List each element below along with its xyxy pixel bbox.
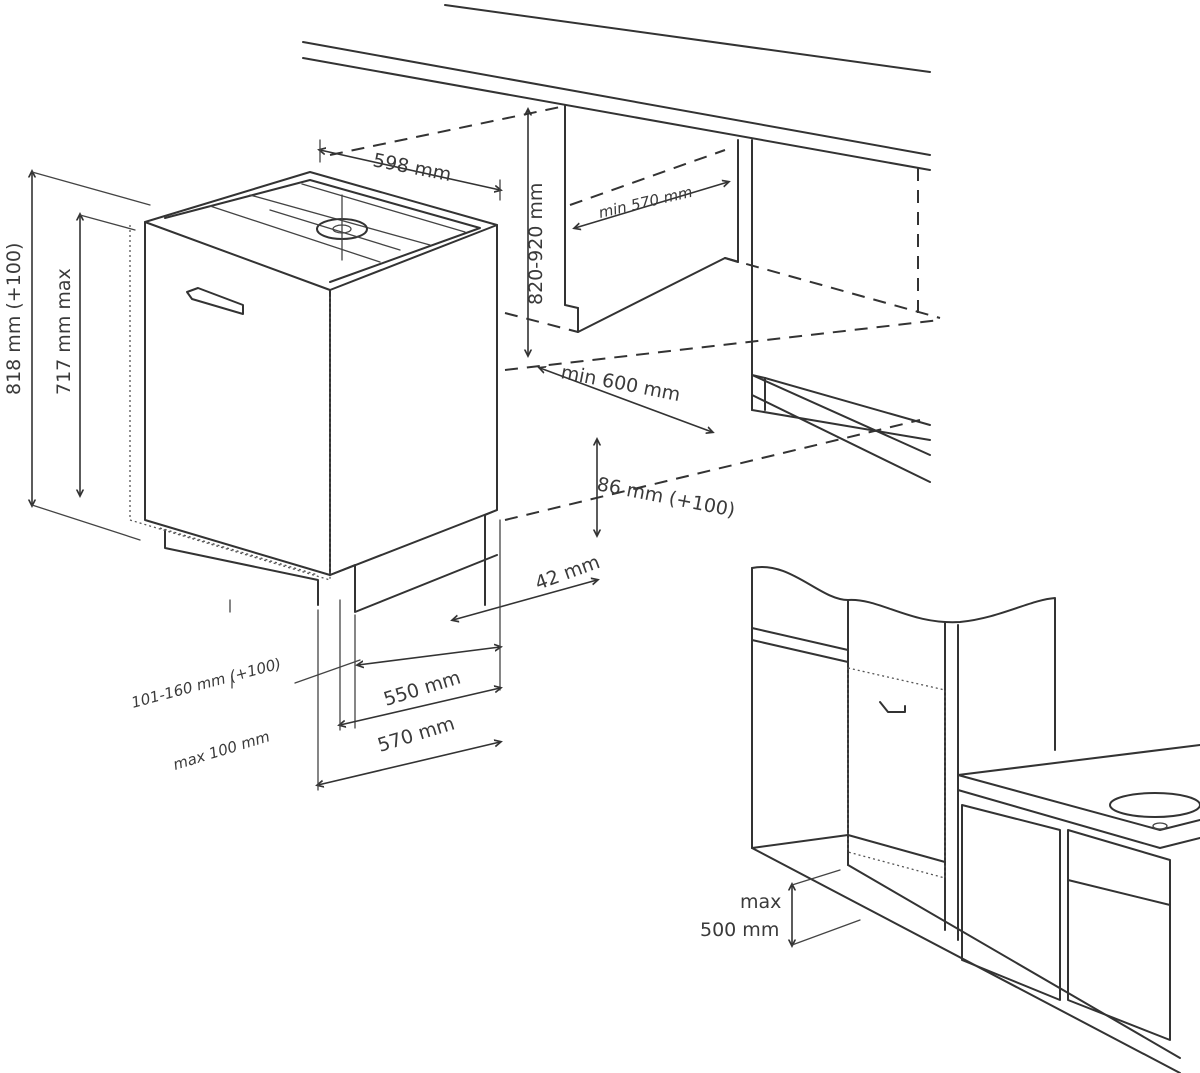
kitchen-illustration <box>751 565 1200 1073</box>
label-min-depth-outer: min 600 mm <box>559 361 682 406</box>
label-niche-height: 820-920 mm <box>525 183 547 305</box>
label-max: max <box>740 891 781 913</box>
label-max-foot: max 100 mm <box>171 727 272 773</box>
label-max-500: 500 mm <box>700 919 779 941</box>
label-height-overall: 818 mm (+100) <box>3 243 25 395</box>
dimension-lines <box>32 110 728 791</box>
label-depth-570: 570 mm <box>375 713 457 757</box>
label-foot-range: 101-160 mm (+100) <box>129 655 283 712</box>
cabinet-right <box>564 105 931 483</box>
label-height-door: 717 mm max <box>53 268 75 395</box>
label-min-depth-inner: min 570 mm <box>597 183 694 222</box>
countertop <box>302 4 931 171</box>
dishwasher <box>129 171 498 613</box>
label-depth-550: 550 mm <box>381 667 463 711</box>
label-width-top: 598 mm <box>371 149 453 186</box>
